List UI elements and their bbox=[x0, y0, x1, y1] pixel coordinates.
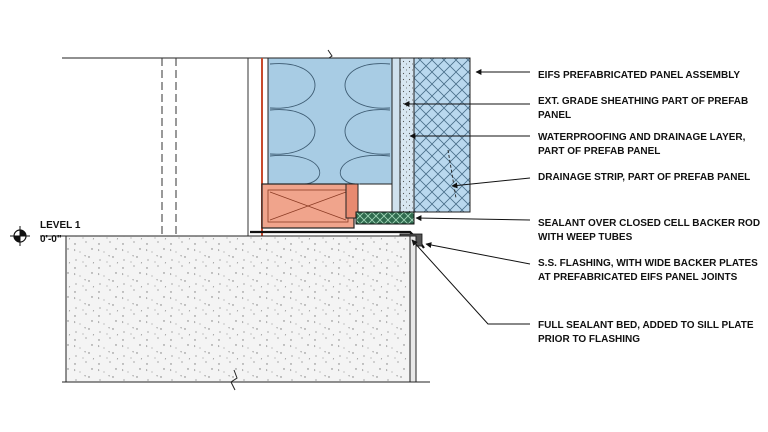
concrete-slab bbox=[40, 235, 430, 391]
level-name: LEVEL 1 bbox=[40, 220, 81, 231]
callout-6-line2: AT PREFABRICATED EIFS PANEL JOINTS bbox=[538, 272, 738, 283]
insulation-panel bbox=[267, 57, 393, 185]
drainage-strip bbox=[447, 149, 457, 199]
callout-2-line2: PANEL bbox=[538, 110, 571, 121]
sealant-backer-rod bbox=[355, 211, 415, 225]
callout-labels: EIFS PREFABRICATED PANEL ASSEMBLY EXT. G… bbox=[538, 70, 760, 345]
level-elevation: 0'-0" bbox=[40, 234, 62, 245]
callout-3-line1: WATERPROOFING AND DRAINAGE LAYER, bbox=[538, 132, 746, 143]
interior-wall-lines bbox=[161, 58, 249, 236]
callout-4-line1: DRAINAGE STRIP, PART OF PREFAB PANEL bbox=[538, 172, 750, 183]
callout-7-line1: FULL SEALANT BED, ADDED TO SILL PLATE bbox=[538, 320, 754, 331]
callout-3-line2: PART OF PREFAB PANEL bbox=[538, 146, 660, 157]
waterproofing-layer bbox=[399, 57, 415, 213]
eifs-panel bbox=[413, 57, 471, 213]
callout-5-line1: SEALANT OVER CLOSED CELL BACKER ROD bbox=[538, 218, 760, 229]
sheathing-layer bbox=[391, 57, 401, 213]
callout-6-line1: S.S. FLASHING, WITH WIDE BACKER PLATES bbox=[538, 258, 758, 269]
callout-2-line1: EXT. GRADE SHEATHING PART OF PREFAB bbox=[538, 96, 748, 107]
leader-lines bbox=[403, 69, 531, 325]
callout-5-line2: WITH WEEP TUBES bbox=[538, 232, 633, 243]
callout-7-line2: PRIOR TO FLASHING bbox=[538, 334, 640, 345]
sill-plate bbox=[261, 183, 359, 229]
level-marker bbox=[10, 226, 30, 246]
callout-1-line1: EIFS PREFABRICATED PANEL ASSEMBLY bbox=[538, 70, 740, 81]
